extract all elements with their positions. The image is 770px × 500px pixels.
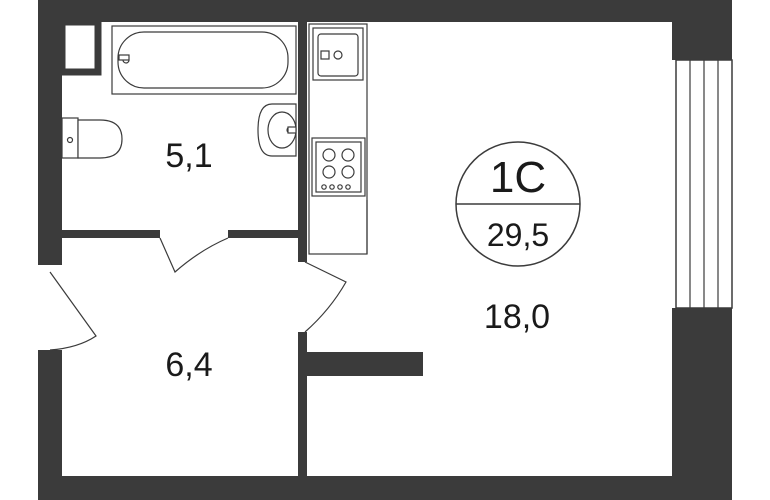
entrance-door[interactable] [49,271,97,351]
total-area-label: 29,5 [487,217,549,253]
bathroom-door[interactable] [159,237,229,273]
hallway-area-label: 6,4 [165,346,212,384]
top-wall [38,0,732,22]
left-wall-lower [38,350,62,500]
kitchen-sink [312,27,364,81]
toilet [61,117,123,159]
bath-wall-right [228,230,307,238]
interior-walls [58,18,423,476]
apartment-type-label: 1С [490,153,546,202]
partition-bath-kitchen [298,22,307,262]
living-door[interactable] [304,261,347,333]
left-wall-upper [38,0,62,265]
sink [257,103,297,157]
right-wall-lower [672,308,732,500]
exterior-walls [38,0,732,500]
living-area-label: 18,0 [484,298,550,336]
kitchen-counter [308,23,368,255]
bottom-wall [38,476,732,500]
doors [49,237,347,351]
ventilation-shaft [58,18,102,76]
bathtub [111,25,297,95]
right-wall-upper [672,0,732,60]
partition-hall-living [298,332,307,476]
bathroom-area-label: 5,1 [165,137,212,175]
apartment-badge: 1С 29,5 [455,141,581,267]
bath-wall-left [62,230,160,238]
stove [311,137,366,197]
living-stub-wall [307,352,423,376]
window [675,59,733,309]
